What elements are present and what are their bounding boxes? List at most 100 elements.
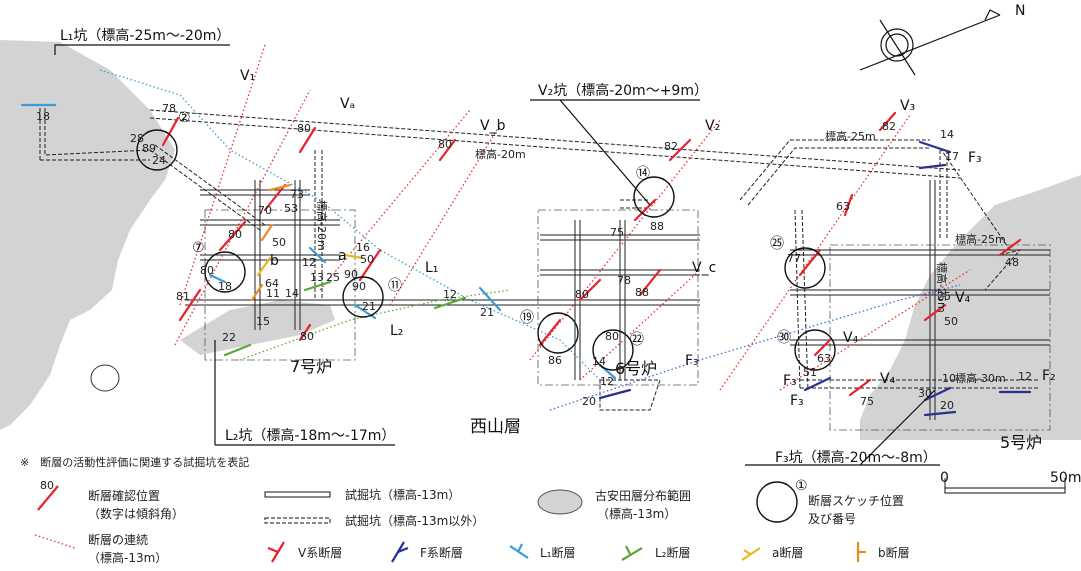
svg-text:25: 25 bbox=[937, 290, 951, 303]
koyasuda-distribution-areas bbox=[0, 40, 1081, 440]
fault-label-b: b bbox=[270, 253, 279, 269]
svg-text:16: 16 bbox=[356, 241, 370, 254]
legend-koyasuda: 古安田層分布範囲 bbox=[595, 488, 691, 503]
svg-text:75: 75 bbox=[860, 395, 874, 408]
fault-label-f3b: F₃ bbox=[685, 353, 699, 369]
fault-label-v4b: V₄ bbox=[843, 330, 859, 346]
svg-text:82: 82 bbox=[664, 140, 678, 153]
sketch-number-25: ㉕ bbox=[770, 236, 784, 252]
sketch-number-19: ⑲ bbox=[520, 310, 534, 326]
svg-text:12: 12 bbox=[1018, 370, 1032, 383]
svg-text:25: 25 bbox=[326, 271, 340, 284]
elev-label-4: 標高-25m bbox=[955, 232, 1006, 246]
svg-text:21: 21 bbox=[362, 300, 376, 313]
v2-pit-label: V₂坑（標高-20m～+9m） bbox=[538, 82, 708, 99]
sketch-circles bbox=[136, 129, 836, 371]
svg-text:73: 73 bbox=[290, 188, 304, 201]
fault-label-a: a bbox=[338, 248, 347, 264]
svg-text:18: 18 bbox=[218, 280, 232, 293]
legend-trench-13m: 試掘坑（標高-13m） bbox=[345, 487, 460, 502]
svg-text:80: 80 bbox=[228, 228, 242, 241]
reactor-5-label: 5号炉 bbox=[1000, 433, 1042, 452]
sketch-number-11: ⑪ bbox=[388, 278, 402, 294]
svg-text:53: 53 bbox=[284, 202, 298, 215]
legend-a-fault: a断層 bbox=[772, 545, 803, 560]
svg-text:80: 80 bbox=[297, 122, 311, 135]
note-text: ※ 断層の活動性評価に関連する試掘坑を表記 bbox=[20, 455, 249, 469]
reactor-6-label: 6号炉 bbox=[615, 359, 657, 378]
svg-text:80: 80 bbox=[200, 264, 214, 277]
trench-lines-other-elevation bbox=[39, 108, 1040, 411]
svg-text:14: 14 bbox=[940, 128, 954, 141]
svg-text:18: 18 bbox=[36, 110, 50, 123]
legend-v-fault: V系断層 bbox=[298, 545, 342, 560]
sketch-number-14: ⑭ bbox=[636, 166, 650, 182]
svg-text:80: 80 bbox=[605, 330, 619, 343]
fault-label-l1: L₁ bbox=[425, 260, 438, 276]
fault-label-v3: V₃ bbox=[900, 98, 915, 114]
elev-label-6: 標高-30m bbox=[955, 371, 1006, 385]
svg-text:88: 88 bbox=[650, 220, 664, 233]
reactor-7-label: 7号炉 bbox=[290, 357, 332, 376]
legend-fault-cont-sub: （標高-13m） bbox=[88, 550, 167, 565]
elev-label-1: 標高-20m bbox=[475, 147, 526, 161]
svg-text:15: 15 bbox=[256, 315, 270, 328]
svg-text:14: 14 bbox=[592, 355, 606, 368]
svg-text:12: 12 bbox=[302, 256, 316, 269]
trench-lines bbox=[185, 180, 1050, 420]
legend-sketch: 断層スケッチ位置 bbox=[808, 493, 904, 508]
dip-numbers: 18 78 28 89 24 80 80 73 70 53 80 50 16 5… bbox=[36, 102, 1032, 412]
legend-dip-number: 80 bbox=[40, 479, 54, 492]
l2-pit-label: L₂坑（標高-18m～-17m） bbox=[225, 427, 395, 444]
svg-text:80: 80 bbox=[438, 138, 452, 151]
svg-text:80: 80 bbox=[300, 330, 314, 343]
svg-text:10: 10 bbox=[942, 372, 956, 385]
svg-text:48: 48 bbox=[1005, 256, 1019, 269]
svg-text:12: 12 bbox=[600, 375, 614, 388]
svg-text:78: 78 bbox=[617, 274, 631, 287]
sketch-number-2: ② bbox=[178, 110, 191, 126]
fault-label-f3c: F₃ bbox=[783, 373, 797, 389]
sketch-number-30: ㉚ bbox=[777, 330, 791, 346]
scale-zero: 0 bbox=[940, 470, 949, 486]
legend-fault-confirm: 断層確認位置 bbox=[88, 488, 160, 503]
legend-f-fault: F系断層 bbox=[420, 545, 463, 560]
svg-text:50: 50 bbox=[360, 253, 374, 266]
fault-label-v4a: V₄ bbox=[955, 290, 971, 306]
legend: 80 断層確認位置 （数字は傾斜角） 断層の連続 （標高-13m） 試掘坑（標高… bbox=[34, 478, 910, 565]
svg-text:50: 50 bbox=[272, 236, 286, 249]
svg-text:82: 82 bbox=[882, 120, 896, 133]
elev-label-5: 標高-25m bbox=[935, 262, 949, 313]
svg-text:22: 22 bbox=[222, 331, 236, 344]
legend-trench-other: 試掘坑（標高-13m以外） bbox=[345, 513, 484, 528]
scale-fifty: 50m bbox=[1050, 470, 1081, 486]
legend-fault-cont: 断層の連続 bbox=[88, 532, 148, 547]
legend-sketch-num: ① bbox=[795, 478, 808, 494]
legend-koyasuda-sub: （標高-13m） bbox=[597, 506, 676, 521]
fault-label-vc: V_c bbox=[692, 260, 716, 276]
svg-text:30: 30 bbox=[918, 387, 932, 400]
svg-text:90: 90 bbox=[352, 280, 366, 293]
svg-text:12: 12 bbox=[443, 288, 457, 301]
svg-text:20: 20 bbox=[940, 399, 954, 412]
fault-label-f2: F₂ bbox=[1042, 368, 1056, 384]
fault-label-v2: V₂ bbox=[705, 118, 720, 134]
fault-label-vb: V_b bbox=[480, 118, 506, 134]
svg-text:70: 70 bbox=[258, 204, 272, 217]
north-label: N bbox=[1015, 3, 1025, 19]
svg-text:88: 88 bbox=[635, 286, 649, 299]
f3-pit-label: F₃坑（標高-20m～-8m） bbox=[775, 449, 937, 466]
legend-b-fault: b断層 bbox=[878, 545, 910, 560]
svg-text:14: 14 bbox=[285, 287, 299, 300]
svg-text:51: 51 bbox=[803, 366, 817, 379]
fault-confirm-marks bbox=[20, 103, 1032, 417]
svg-text:77: 77 bbox=[787, 252, 801, 265]
svg-text:90: 90 bbox=[344, 268, 358, 281]
svg-text:50: 50 bbox=[944, 315, 958, 328]
svg-text:17: 17 bbox=[945, 150, 959, 163]
svg-text:81: 81 bbox=[176, 290, 190, 303]
fault-labels: V₁ Vₐ V_b V₂ V₃ V_c V₄ V₄ V₄ L₁ L₂ a b F… bbox=[240, 68, 1056, 409]
svg-text:63: 63 bbox=[836, 200, 850, 213]
nishiyama-label: 西山層 bbox=[470, 417, 521, 437]
